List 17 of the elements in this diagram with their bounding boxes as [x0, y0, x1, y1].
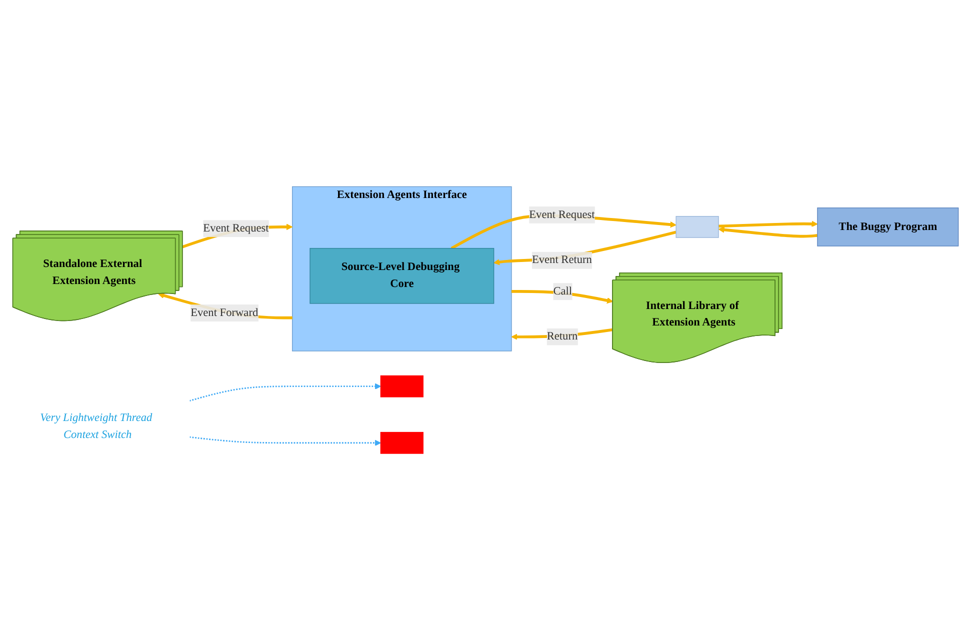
node-text: Very Lightweight Thread Context Switch	[40, 412, 152, 441]
node-box: Source-Level Debugging Core	[310, 248, 494, 304]
edge-label: Event Forward	[190, 306, 258, 319]
node-bar	[676, 216, 719, 238]
arrow	[189, 436, 381, 446]
arrow	[189, 383, 381, 402]
arrow	[511, 290, 614, 304]
edge-label: Event Return	[532, 254, 592, 266]
arrow	[718, 226, 818, 238]
arrow	[718, 220, 818, 228]
edge-label: Event Request	[203, 222, 269, 234]
edge-label: Call	[553, 285, 572, 298]
node-box: The Buggy Program	[817, 208, 959, 246]
node-bar	[380, 375, 424, 398]
edge-label: Event Request	[529, 208, 595, 221]
edge-label: Return	[546, 330, 578, 343]
node-bar	[380, 432, 424, 454]
